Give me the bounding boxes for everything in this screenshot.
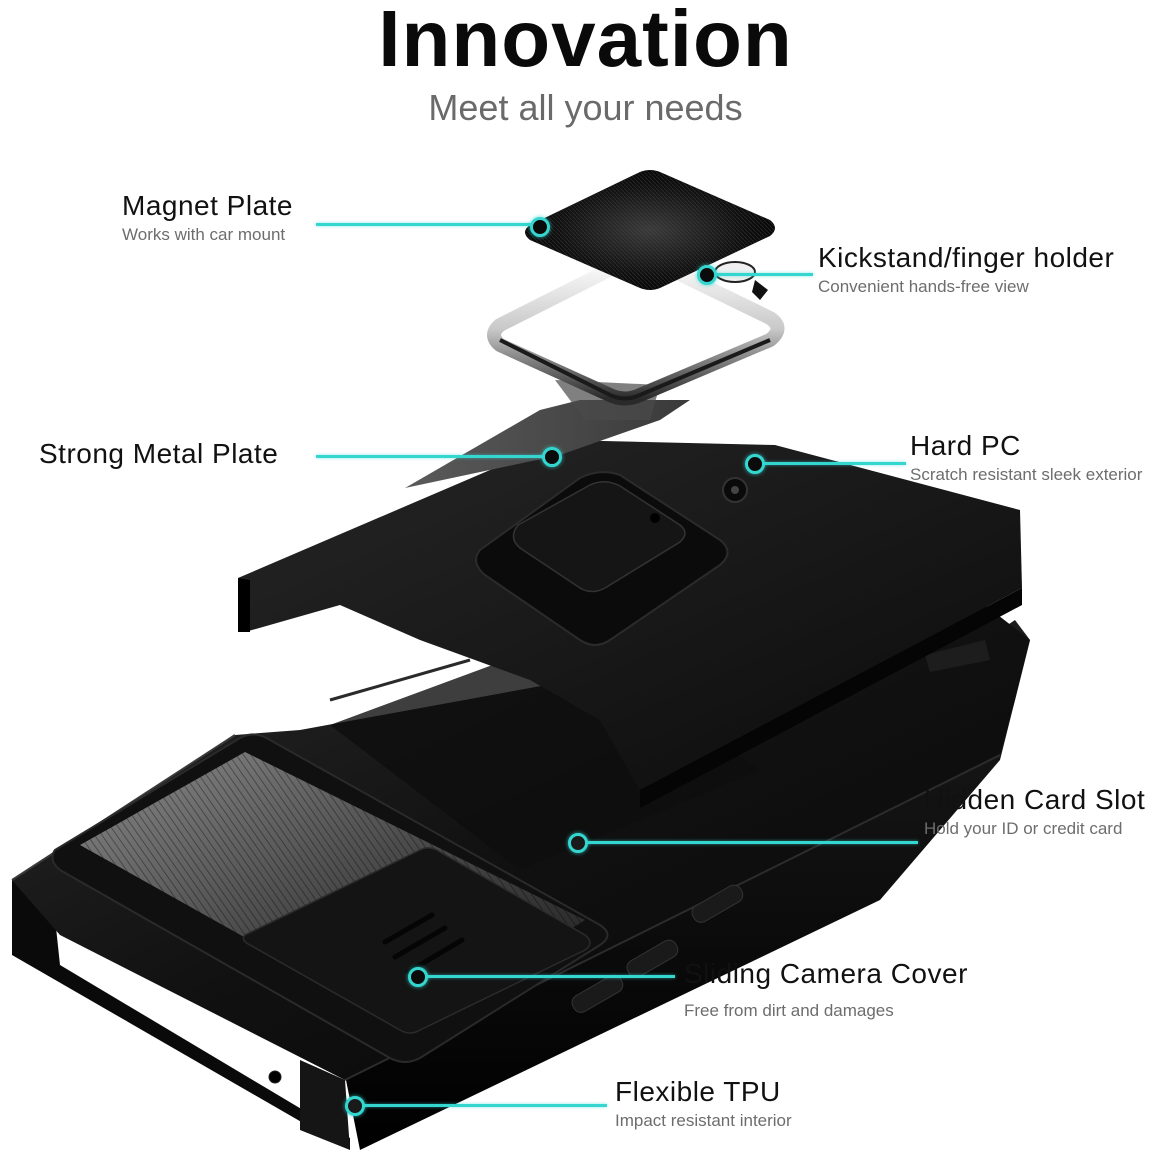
camera-module (51, 733, 609, 1063)
callout-kickstand: Kickstand/finger holder Convenient hands… (818, 242, 1114, 298)
callout-tpu: Flexible TPU Impact resistant interior (615, 1076, 792, 1132)
hard-pc-shell (238, 440, 1022, 808)
callout-magnet-plate: Magnet Plate Works with car mount (122, 190, 293, 246)
callout-dot-magnet-plate (530, 217, 550, 237)
callout-dot-card-slot (568, 833, 588, 853)
magnet-plate (525, 170, 775, 290)
callout-description: Works with car mount (122, 225, 286, 244)
callout-dot-tpu (345, 1096, 365, 1116)
callout-description: Convenient hands-free view (818, 277, 1029, 296)
callout-label: Hard PC (910, 430, 1021, 461)
callout-label: Strong Metal Plate (39, 438, 279, 469)
callout-metal-plate: Strong Metal Plate (39, 438, 278, 470)
callout-card-slot: Hidden Card Slot Hold your ID or credit … (924, 784, 1145, 840)
callout-label: Flexible TPU (615, 1076, 781, 1107)
page-title: Innovation (378, 0, 793, 83)
callout-dot-metal-plate (542, 447, 562, 467)
callout-description: Impact resistant interior (615, 1111, 792, 1130)
callout-line-hard-pc (760, 462, 906, 465)
callout-line-card-slot (585, 841, 918, 844)
callout-dot-kickstand (697, 265, 717, 285)
callout-label: Sliding Camera Cover (684, 958, 968, 989)
callout-line-metal-plate (316, 455, 548, 458)
callout-dot-hard-pc (745, 454, 765, 474)
callout-camera-cover: Sliding Camera Cover Free from dirt and … (684, 958, 968, 1022)
callout-label: Magnet Plate (122, 190, 293, 221)
callout-description: Scratch resistant sleek exterior (910, 465, 1143, 484)
callout-description: Free from dirt and damages (684, 1001, 894, 1020)
callout-line-tpu (362, 1104, 607, 1107)
callout-description: Hold your ID or credit card (924, 819, 1123, 838)
page-subtitle: Meet all your needs (428, 87, 743, 128)
callout-label: Hidden Card Slot (924, 784, 1146, 815)
callout-line-magnet-plate (316, 223, 538, 226)
callout-dot-camera-cover (408, 967, 428, 987)
callout-hard-pc: Hard PC Scratch resistant sleek exterior (910, 430, 1142, 486)
callout-line-kickstand (710, 273, 813, 276)
callout-line-camera-cover (425, 975, 675, 978)
callout-label: Kickstand/finger holder (818, 242, 1115, 273)
